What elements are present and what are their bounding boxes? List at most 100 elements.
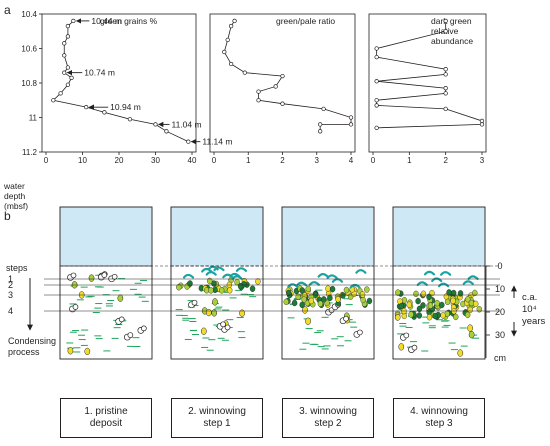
condensed-grain [472,289,478,297]
data-point [280,73,285,79]
scale-tick-label: 0 [497,261,502,271]
sediment-panel-1 [59,206,153,360]
condensed-grain [420,290,427,297]
y-tick-label: 10.6 [21,45,37,54]
data-point [83,104,89,110]
condensed-grain [366,297,373,305]
current-arrow [222,273,234,279]
data-point [65,23,71,29]
x-tick-label: 40 [188,156,197,165]
condensed-grain [450,297,456,305]
data-point [71,18,76,24]
condensed-grain [227,287,233,294]
pale-grain [140,325,147,332]
data-point [256,89,261,94]
condensed-grain [343,286,350,294]
profile-title: green/pale ratio [276,16,335,26]
data-point [443,18,448,24]
condensed-grain [426,293,432,301]
pale-grain [411,344,418,351]
data-point [443,91,448,96]
pale-grain [127,332,134,338]
profile-line [223,20,352,132]
y-tick-label: 11.2 [22,148,38,157]
condensed-grain [457,290,464,297]
condensed-grain [207,277,213,285]
water-column [393,207,485,266]
caption-pristine-deposit: 1. pristine deposit [60,398,152,438]
profile-frame [41,13,197,153]
profile-title: green grains % [100,16,158,26]
data-point [443,67,448,72]
y-axis-label: water depth (mbsf) [3,181,28,211]
condensed-grain [176,284,182,291]
data-point [443,29,448,34]
current-arrow [423,270,436,276]
panel-frame [59,206,153,360]
condensed-grain [283,298,289,306]
profile-line [52,20,189,143]
condensed-grain [291,299,298,307]
data-point [51,98,56,103]
data-point [479,118,485,124]
condensed-grain [416,305,423,313]
pale-grain [111,273,118,280]
data-point [65,34,71,39]
pale-grain [403,332,410,339]
time-label: years [522,316,545,327]
y-tick-label: 11 [29,114,38,123]
condensed-grain [299,287,306,294]
condensed-grain [364,286,370,293]
x-tick-label: 3 [315,156,320,165]
step-number: 3 [8,290,13,300]
current-arrow [355,269,367,274]
data-point [62,70,67,75]
current-arrow [296,281,308,287]
data-point [348,122,354,127]
depth-annotation: 10.44 m [91,16,122,26]
condensed-grain [325,285,331,292]
condensed-grain [329,285,336,293]
steps-label: steps [6,263,28,273]
data-point [153,122,158,127]
y-tick-label: 10.8 [21,79,37,88]
panel-label-a: a [4,3,11,17]
depth-annotation: 11.14 m [202,137,232,147]
condensed-grain [340,292,346,299]
x-tick-label: 3 [480,156,485,165]
x-tick-label: 10 [78,156,87,165]
pale-grain [343,315,349,322]
condensed-grain [255,278,261,285]
depth-annotation: 10.74 m [84,68,115,78]
data-point [102,110,107,115]
panel-b-diagram: steps1234Condensingprocess0102030cmc.a.1… [6,206,545,363]
step-number: 1 [8,274,13,284]
current-arrow [438,282,450,288]
data-point [228,23,234,29]
condensed-grain [406,301,412,308]
data-point [242,70,247,75]
condensing-label: Condensing [8,336,56,346]
condensed-grain [249,285,256,292]
data-point [62,41,67,46]
data-point [374,103,379,108]
condensed-grain [395,314,401,321]
condensed-grain [237,283,244,290]
condensed-grain [473,300,479,308]
condensed-grain [413,290,419,298]
panel-frame [281,206,375,360]
x-tick-label: 1 [246,156,251,165]
sediment-panel-4 [392,206,486,360]
current-arrow [326,274,338,280]
pale-grain [224,324,231,331]
condensed-grain [464,311,471,319]
step-number: 2 [8,280,13,290]
green-grain [200,327,207,335]
condensed-grain [434,299,440,307]
condensed-grain [439,301,445,309]
condensed-grain [427,302,434,309]
pale-grain [118,316,125,323]
